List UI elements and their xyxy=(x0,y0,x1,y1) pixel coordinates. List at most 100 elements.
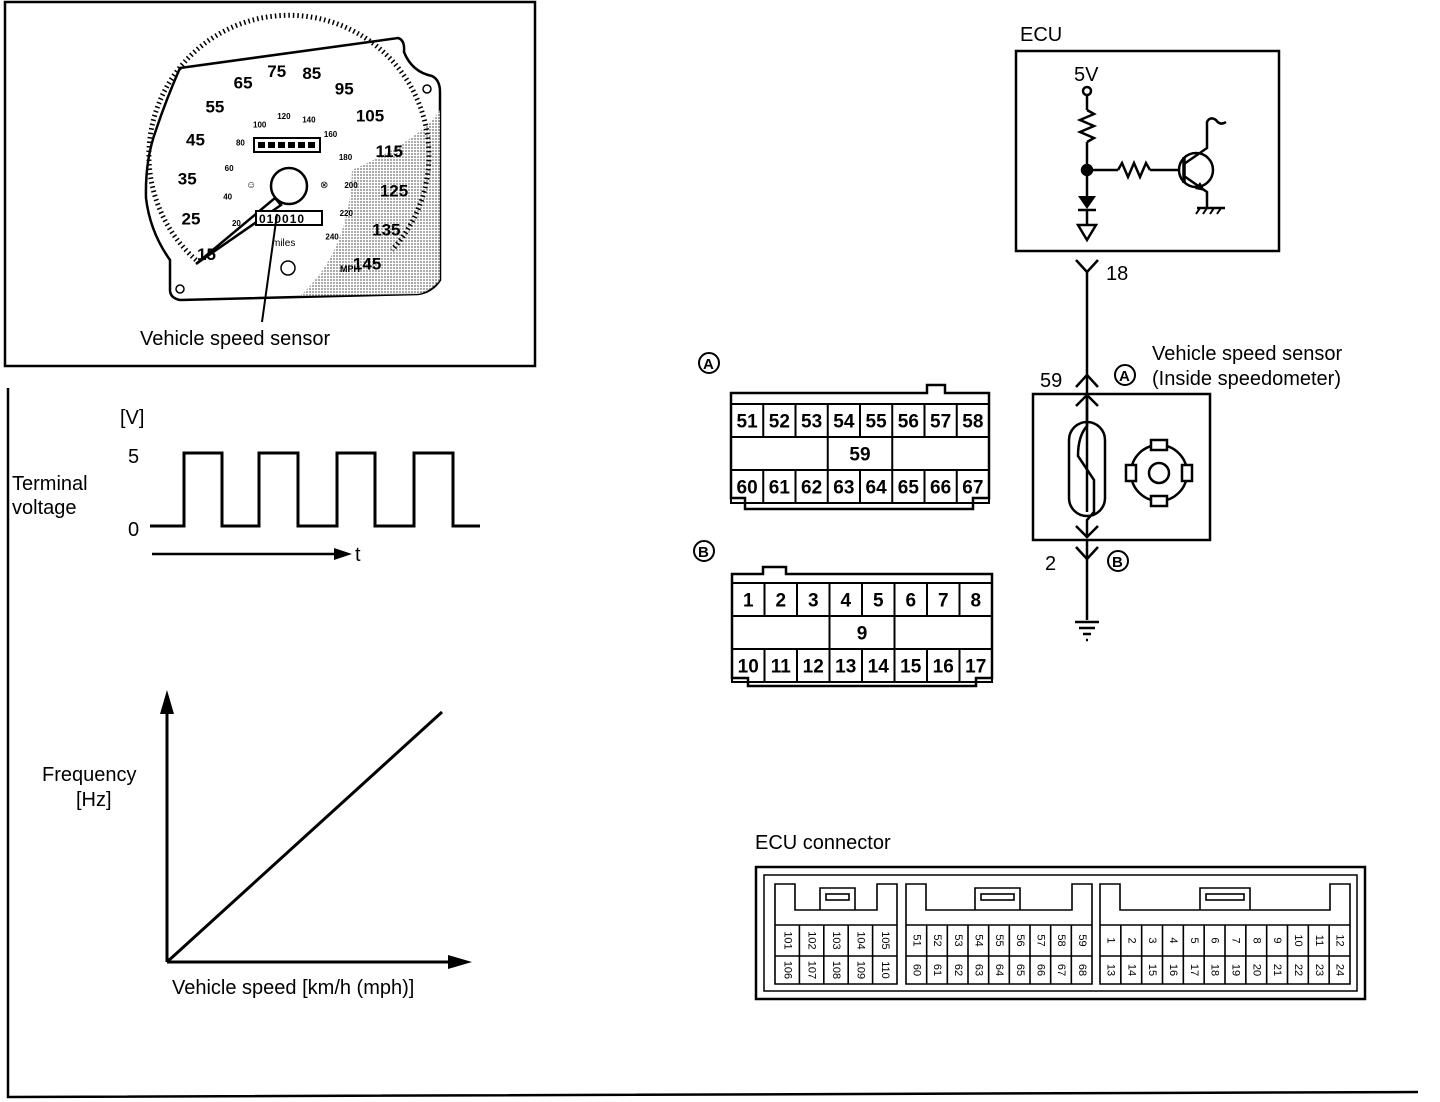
mph-scale-label: 105 xyxy=(356,107,384,126)
ecu-pin-label: 58 xyxy=(1055,934,1067,946)
pin-label: 12 xyxy=(803,657,824,678)
pin-label: 63 xyxy=(833,478,854,499)
kmh-scale-label: 220 xyxy=(340,209,354,218)
speedometer-illustration: 152535455565758595105115125135145 204060… xyxy=(140,12,442,350)
ecu-pin-label: 103 xyxy=(830,931,842,949)
indicator-symbol: ⊗ xyxy=(320,180,328,191)
ecu-block-latch xyxy=(974,887,1021,910)
pin-label: 56 xyxy=(898,412,919,433)
odometer-value: 010010 xyxy=(259,212,305,226)
ecu-connector-inner xyxy=(763,874,1358,992)
pin-label: 3 xyxy=(808,591,819,612)
ecu-box xyxy=(1014,49,1281,253)
frequency-y-arrowhead xyxy=(160,690,174,714)
ecu-pin-label: 12 xyxy=(1334,934,1346,946)
warning-light-strip xyxy=(253,137,321,153)
ecu-terminal-18 xyxy=(1075,259,1099,274)
pin-label: 58 xyxy=(962,412,983,433)
ecu-connector-title: ECU connector xyxy=(755,832,891,854)
pin-label: 53 xyxy=(801,412,822,433)
pin-label: 67 xyxy=(962,478,983,499)
mph-scale-label: 65 xyxy=(234,73,253,92)
ecu-pin-label: 61 xyxy=(931,964,943,976)
transistor-collector xyxy=(1183,117,1227,166)
ecu-pin-label: 20 xyxy=(1250,964,1262,976)
pin-label: 11 xyxy=(771,657,792,678)
sensor-terminal-59 xyxy=(1075,373,1099,388)
ecu-pin-label: 10 xyxy=(1292,934,1304,946)
ecu-pin-label: 66 xyxy=(1034,964,1046,976)
pin-label: 65 xyxy=(898,478,920,499)
ecu-pin-label: 13 xyxy=(1105,964,1117,976)
mph-scale-label: 55 xyxy=(205,97,224,116)
ecu-pin-label: 4 xyxy=(1167,937,1179,943)
square-wave-trace xyxy=(150,451,480,528)
sensor-description-2: (Inside speedometer) xyxy=(1152,368,1341,390)
mph-scale-label: 145 xyxy=(353,255,381,274)
pin-label: 60 xyxy=(737,478,758,499)
sensor-connector-a-badge xyxy=(1114,364,1136,386)
mph-scale-label: 25 xyxy=(182,209,201,228)
pin-label: 6 xyxy=(905,591,916,612)
sensor-terminal-2 xyxy=(1075,546,1099,561)
mph-scale-label: 85 xyxy=(302,64,321,83)
mph-scale-label: 95 xyxy=(335,80,354,99)
mph-scale-label: 45 xyxy=(186,131,205,150)
mph-scale-label: 75 xyxy=(267,62,286,81)
ecu-pin-label: 1 xyxy=(1105,937,1117,943)
voltage-low-label: 0 xyxy=(128,519,139,541)
pin-label: 64 xyxy=(866,478,888,499)
speedometer-caption: Vehicle speed sensor xyxy=(140,328,330,350)
ecu-block-shell xyxy=(774,883,898,985)
pin-label: 2 xyxy=(775,591,786,612)
pin-label: 10 xyxy=(738,657,759,678)
voltage-unit-label: [V] xyxy=(120,407,144,429)
kmh-scale-label: 120 xyxy=(277,112,291,121)
mph-scale-label: 115 xyxy=(375,142,402,161)
pin-label: 15 xyxy=(900,657,922,678)
sensor-terminal-arrow xyxy=(1075,525,1099,539)
indicator-symbol: ☺ xyxy=(246,180,256,191)
ecu-pin-label: 57 xyxy=(1034,934,1046,946)
ecu-pin-label: 23 xyxy=(1313,964,1325,976)
transistor-body xyxy=(1177,151,1215,189)
ecu-terminal-18-label: 18 xyxy=(1106,263,1128,285)
kmh-scale-label: 60 xyxy=(225,164,234,173)
ecu-pin-label: 2 xyxy=(1125,937,1137,943)
sensor-connector-b-letter: B xyxy=(1112,554,1123,571)
miles-unit-label: miles xyxy=(272,238,295,249)
ecu-block-latch-tab xyxy=(825,893,850,901)
sensor-terminal-2-label: 2 xyxy=(1045,553,1056,575)
pin-label: 7 xyxy=(938,591,949,612)
ecu-pin-label: 17 xyxy=(1188,964,1200,976)
ecu-pin-label: 65 xyxy=(1014,964,1026,976)
ecu-pin-label: 24 xyxy=(1334,964,1346,976)
ecu-pin-label: 109 xyxy=(854,961,866,979)
pin-label: 17 xyxy=(965,657,986,678)
connector-a-badge-letter: A xyxy=(703,356,714,373)
pin-label: 55 xyxy=(866,412,888,433)
voltage-axis-title-2: voltage xyxy=(12,497,77,519)
ecu-pin-label: 15 xyxy=(1146,964,1158,976)
frequency-axis-title-1: Frequency xyxy=(42,764,137,786)
time-axis-arrowhead xyxy=(334,548,352,560)
kmh-scale-label: 100 xyxy=(253,120,267,129)
kmh-scale-label: 160 xyxy=(324,130,338,139)
transistor-emitter xyxy=(1183,174,1209,208)
needle-hub xyxy=(269,166,309,206)
signal-ground-symbol xyxy=(1075,223,1099,243)
ecu-pin-label: 54 xyxy=(972,934,984,946)
ecu-pin-label: 22 xyxy=(1292,964,1304,976)
left-panel-border xyxy=(6,388,1419,1099)
ecu-pin-label: 6 xyxy=(1209,937,1221,943)
warning-light-cells xyxy=(258,142,315,148)
pin-label: 16 xyxy=(933,657,954,678)
pin-label: 5 xyxy=(873,591,884,612)
ecu-pin-label: 68 xyxy=(1076,964,1088,976)
transistor-emitter-arrow xyxy=(1195,182,1205,191)
sensor-box xyxy=(1031,392,1212,542)
ecu-block-latch-tab xyxy=(1205,893,1245,901)
ecu-pin-label: 19 xyxy=(1230,964,1242,976)
